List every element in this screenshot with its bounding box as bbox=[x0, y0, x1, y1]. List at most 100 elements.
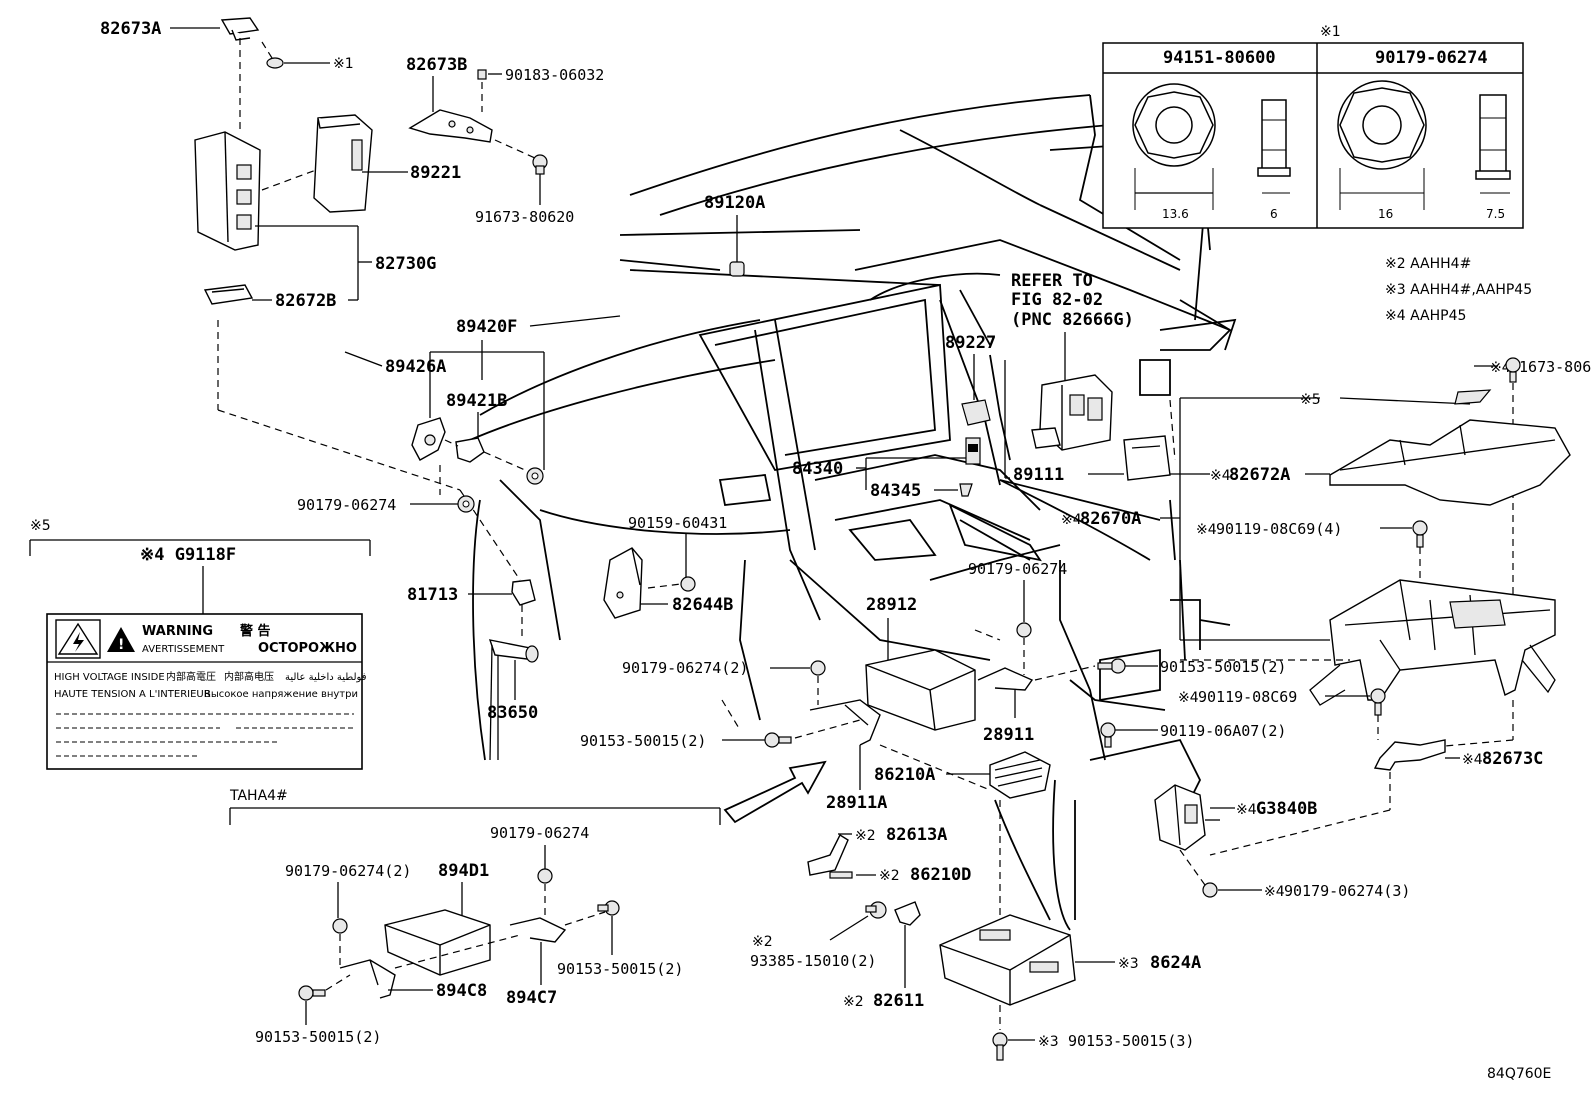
bracket-82673c-icon bbox=[1373, 739, 1446, 771]
switch-84345-icon bbox=[959, 483, 973, 497]
bolt-icon bbox=[829, 871, 853, 879]
clip-82673a-icon bbox=[220, 17, 260, 41]
label-81713: 81713 bbox=[407, 585, 458, 605]
hv-en: HIGH VOLTAGE INSIDE bbox=[54, 672, 165, 683]
refer-line3: (PNC 82666G) bbox=[1011, 310, 1134, 330]
label-89420f: 89420F bbox=[456, 317, 517, 337]
label-84345: 84345 bbox=[870, 481, 921, 501]
label-82672b: 82672B bbox=[275, 291, 336, 311]
label-90153-50015-2c: 90153-50015(2) bbox=[557, 960, 683, 978]
label-89421b: 89421B bbox=[446, 391, 507, 411]
label-28911: 28911 bbox=[983, 725, 1034, 745]
label-91673-80620: 91673-80620 bbox=[475, 208, 574, 226]
nut-icon bbox=[537, 868, 553, 884]
junction-block-group: REFER TO FIG 82-02 (PNC 82666G) 89111 bbox=[1004, 271, 1176, 485]
mark-2a: ※2 bbox=[855, 828, 876, 844]
label-82673b: 82673B bbox=[406, 55, 467, 75]
speaker-86210a-icon bbox=[989, 751, 1051, 799]
bolt-icon bbox=[865, 901, 887, 919]
mark-2c: ※2 bbox=[752, 934, 773, 950]
taha4-group: TAHA4# 90179-06274 90179-06274(2) 894D1 bbox=[229, 788, 721, 1046]
label-93385-15010: 93385-15010(2) bbox=[750, 952, 876, 970]
bracket-82613a-icon bbox=[807, 833, 849, 876]
note-4: ※4 AAHP45 bbox=[1385, 308, 1466, 324]
label-83650: 83650 bbox=[487, 703, 538, 723]
bracket-28911-icon bbox=[977, 667, 1034, 691]
mark-5a: ※5 bbox=[1300, 392, 1321, 408]
junction-block-icon bbox=[1031, 374, 1113, 451]
label-84340: 84340 bbox=[792, 459, 843, 479]
mark-5b: ※5 bbox=[30, 518, 51, 534]
nut-icon bbox=[266, 57, 284, 69]
label-90153-50015-2d: 90153-50015(2) bbox=[255, 1028, 381, 1046]
nut-icon bbox=[1016, 622, 1032, 638]
label-82611: 82611 bbox=[873, 991, 924, 1011]
label-894c8: 894C8 bbox=[436, 981, 487, 1001]
sensor-89227-icon bbox=[961, 399, 991, 426]
nut-front-icon bbox=[1337, 80, 1427, 170]
dashboard-outline bbox=[469, 94, 1237, 931]
hv-ru: Высокое напряжение внутри bbox=[204, 689, 358, 700]
mark-4e: ※4 bbox=[1178, 690, 1199, 706]
nut-icon bbox=[332, 918, 348, 934]
bracket-894c8-icon bbox=[339, 959, 396, 999]
label-82672a: 82672A bbox=[1229, 465, 1290, 485]
nut-front-icon bbox=[1132, 83, 1216, 167]
clamp-81713-icon bbox=[511, 579, 536, 606]
warning-label-group: ※5 ※4 G9118F ! WARNING 警 告 AVERTISSEMENT… bbox=[29, 518, 371, 770]
bracket-894c7-icon bbox=[509, 917, 567, 943]
warning-ru: ОСТОРОЖНО bbox=[258, 641, 357, 656]
warning-en: WARNING bbox=[142, 624, 213, 639]
label-894c7: 894C7 bbox=[506, 988, 557, 1008]
label-28912: 28912 bbox=[866, 595, 917, 615]
dim-16: 16 bbox=[1378, 207, 1393, 221]
label-8624a: 8624A bbox=[1150, 953, 1201, 973]
right-fasteners-group: 90153-50015(2) ※4 90119-08C69 90119-06A0… bbox=[1034, 658, 1543, 900]
tube-83650-icon bbox=[488, 639, 539, 761]
mark-2d: ※2 bbox=[843, 994, 864, 1010]
clamp-81713-group: 81713 83650 bbox=[407, 579, 539, 761]
warning-triangle-icon: ! bbox=[107, 627, 135, 653]
screw-icon bbox=[477, 69, 487, 80]
ecu-89111-icon bbox=[1123, 435, 1171, 481]
clip-82611-icon bbox=[894, 901, 921, 926]
nut-reference-table: ※1 94151-80600 90179-06274 13.6 6 bbox=[1102, 24, 1524, 229]
diagram-id: 84Q760E bbox=[1487, 1066, 1551, 1082]
nut-side-icon bbox=[1475, 94, 1511, 180]
label-90183-06032: 90183-06032 bbox=[505, 66, 604, 84]
table-col2-part: 90179-06274 bbox=[1375, 48, 1488, 68]
label-g3840b: G3840B bbox=[1256, 799, 1317, 819]
label-90153-50015-3: 90153-50015(3) bbox=[1068, 1032, 1194, 1050]
switch-84340-group: 84340 84345 89227 bbox=[792, 333, 996, 501]
label-894d1: 894D1 bbox=[438, 861, 489, 881]
label-86210d: 86210D bbox=[910, 865, 971, 885]
bolt-icon bbox=[532, 154, 548, 175]
mark-4b: ※4 bbox=[1210, 468, 1231, 484]
hv-fr: HAUTE TENSION A L'INTERIEUR bbox=[54, 689, 211, 700]
label-91673-80616: 91673-80616(11) bbox=[1510, 358, 1592, 376]
mark-1: ※1 bbox=[333, 56, 354, 72]
bolt-icon bbox=[1097, 658, 1126, 674]
bolt-icon bbox=[764, 732, 792, 748]
label-82644b: 82644B bbox=[672, 595, 733, 615]
label-90159-60431: 90159-60431 bbox=[628, 514, 727, 532]
ecu-28912-group: 28912 90179-06274(2) 90153-50015(2) 2891… bbox=[580, 595, 991, 824]
bracket-82644b-icon bbox=[603, 547, 643, 619]
mark-4f: ※4 bbox=[1462, 752, 1483, 768]
bolt-icon bbox=[992, 1032, 1008, 1061]
sheet-82672a-icon bbox=[1329, 389, 1571, 506]
mark-2b: ※2 bbox=[879, 868, 900, 884]
ecu-894d1-icon bbox=[384, 909, 491, 976]
nut-side-icon bbox=[1257, 99, 1291, 177]
mark-3b: ※3 bbox=[1038, 1034, 1059, 1050]
label-90179-06274-a: 90179-06274 bbox=[297, 496, 396, 514]
label-82673a: 82673A bbox=[100, 19, 161, 39]
bolt-icon bbox=[1505, 357, 1521, 383]
bolt-icon bbox=[597, 900, 620, 916]
note-2: ※2 AAHH4# bbox=[1385, 256, 1471, 272]
mark-4c: ※4 bbox=[1061, 512, 1082, 528]
bracket-82672b-icon bbox=[203, 284, 254, 305]
label-89227: 89227 bbox=[945, 333, 996, 353]
refer-line1: REFER TO bbox=[1011, 271, 1093, 291]
